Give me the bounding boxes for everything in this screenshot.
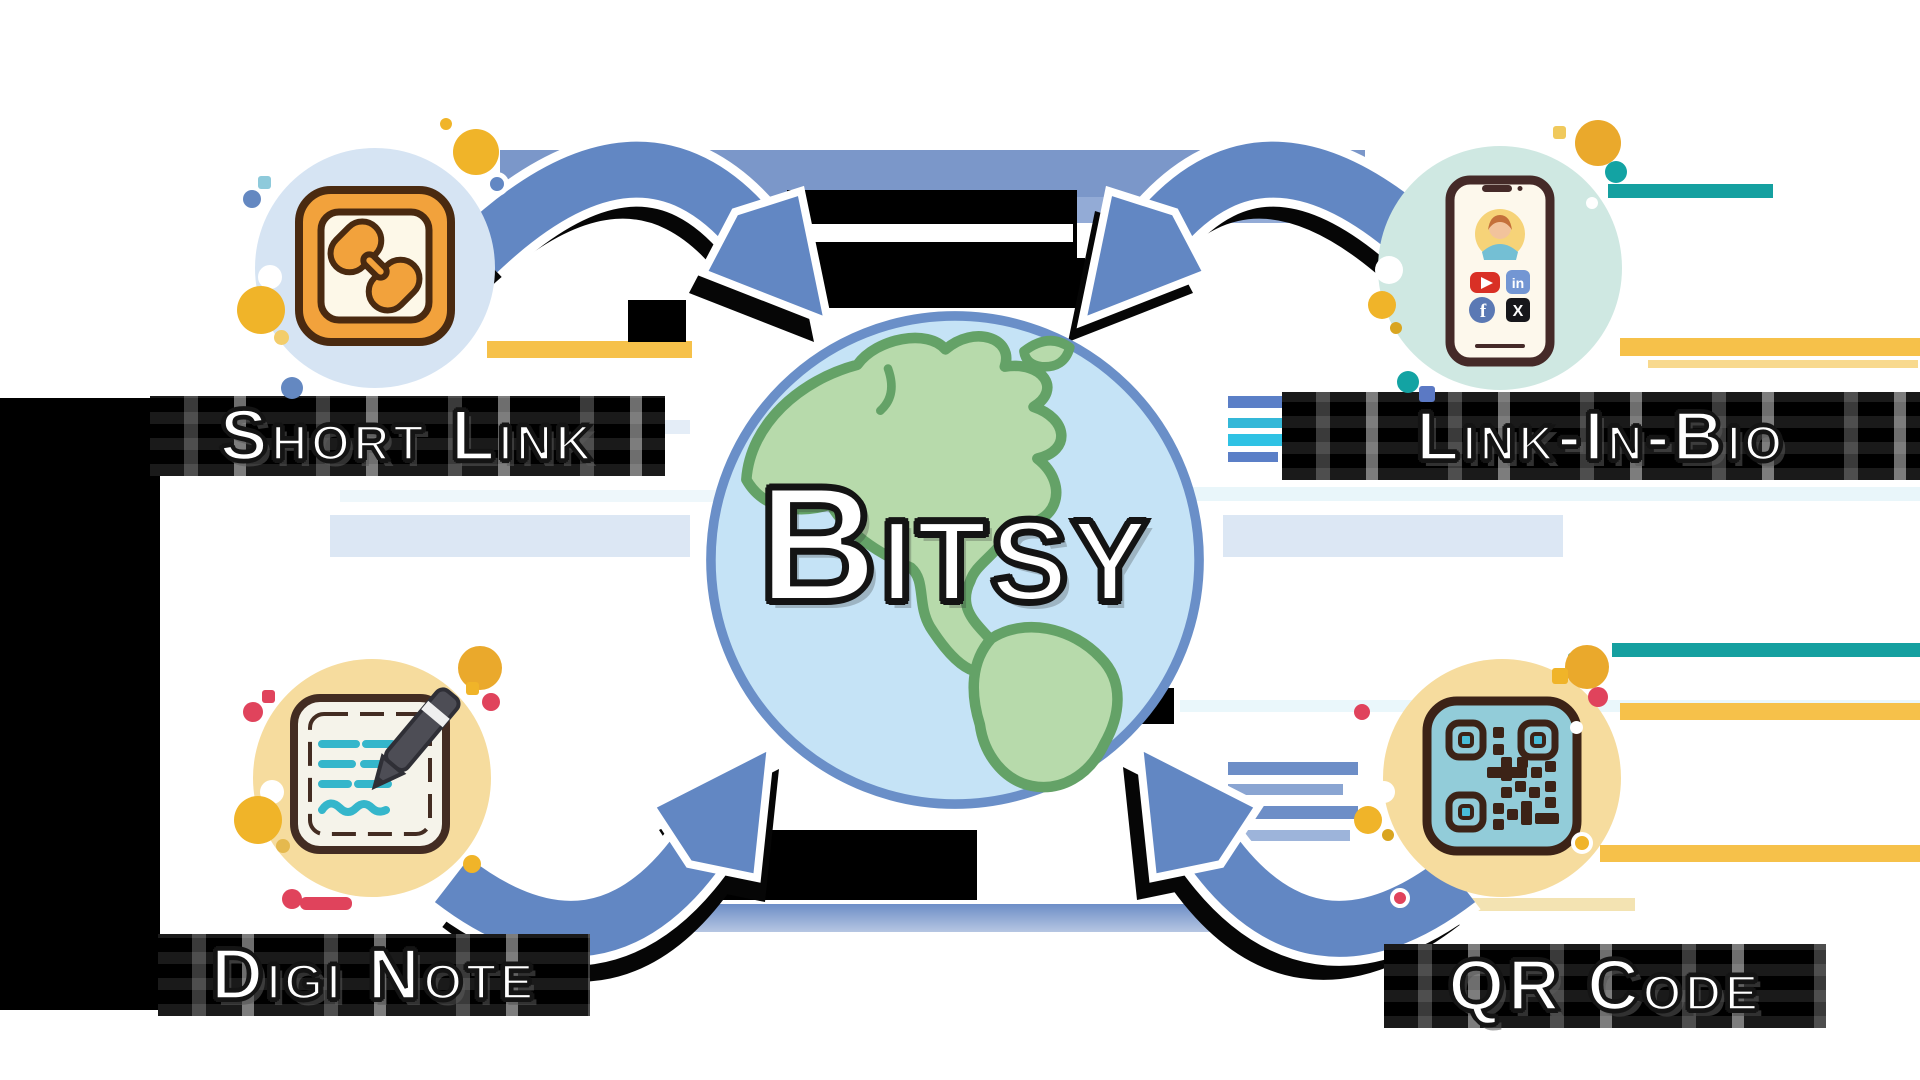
artifact-block — [1223, 515, 1563, 557]
svg-text:f: f — [1480, 301, 1487, 322]
artifact-block — [500, 150, 1365, 197]
x-icon[interactable]: X — [1506, 298, 1530, 322]
feature-label-short-link: Short Link — [150, 396, 665, 476]
decor-dot — [440, 118, 452, 130]
arrow-short-link-to-globe — [444, 132, 834, 342]
feature-label-link-in-bio: Link-In-Bio — [1282, 392, 1920, 480]
feature-node-qr-code[interactable] — [1372, 648, 1632, 908]
artifact-block — [1228, 434, 1290, 446]
facebook-icon[interactable]: f — [1469, 297, 1495, 323]
artifact-block — [790, 224, 1073, 242]
artifact-block — [0, 398, 160, 1010]
artifact-block — [1228, 452, 1278, 462]
profile-avatar — [1475, 209, 1525, 260]
artifact-block — [1010, 258, 1085, 306]
artifact-block — [330, 515, 690, 557]
landmass-detail — [876, 364, 896, 415]
artifact-block — [715, 830, 977, 900]
artifact-block — [487, 341, 692, 358]
phone-notch — [1482, 185, 1512, 192]
qr-code-label-text: QR Code — [1446, 946, 1762, 1026]
label-glitch-backing — [158, 934, 590, 1016]
feature-node-link-in-bio[interactable]: in f X — [1370, 138, 1630, 398]
artifact-block — [1228, 762, 1358, 775]
artifact-block — [1648, 360, 1918, 368]
brand-wordmark: Bitsy — [755, 452, 1152, 636]
artifact-block — [1228, 418, 1283, 428]
note-pen-icon — [290, 687, 461, 854]
south-america-landmass — [968, 622, 1123, 793]
feature-node-short-link[interactable] — [245, 138, 505, 398]
decor-dot — [1354, 704, 1370, 720]
digi-note-label-text: Digi Note — [209, 935, 537, 1015]
link-icon — [295, 186, 455, 346]
pen — [371, 687, 461, 791]
feature-node-digi-note[interactable] — [242, 648, 502, 908]
label-glitch-backing — [1282, 392, 1920, 480]
link-in-bio-label-text: Link-In-Bio — [1415, 397, 1786, 475]
artifact-block — [787, 190, 1077, 308]
artifact-block — [1600, 845, 1920, 862]
artifact-block — [1620, 703, 1920, 720]
qr-modules — [1487, 727, 1559, 830]
artifact-block — [1608, 184, 1773, 198]
label-glitch-backing — [1384, 944, 1826, 1028]
svg-text:X: X — [1513, 303, 1524, 320]
linkedin-icon[interactable]: in — [1506, 270, 1530, 294]
artifact-gradient-band — [600, 904, 1306, 932]
feature-label-qr-code: QR Code — [1384, 944, 1826, 1028]
youtube-icon[interactable] — [1470, 272, 1500, 293]
artifact-block — [1128, 688, 1174, 724]
artifact-block — [1228, 806, 1358, 819]
artifact-block — [1075, 197, 1365, 223]
short-link-label-text: Short Link — [218, 396, 596, 476]
artifact-block — [628, 300, 686, 342]
arctic-island — [1019, 336, 1075, 372]
artifact-block — [1620, 338, 1920, 356]
svg-text:in: in — [1512, 275, 1524, 291]
feature-label-digi-note: Digi Note — [158, 934, 590, 1016]
artifact-block — [1228, 396, 1288, 408]
artifact-block — [1240, 830, 1350, 841]
phone-home-bar — [1475, 344, 1525, 348]
artifact-block — [1612, 643, 1920, 657]
label-glitch-backing — [150, 396, 665, 476]
phone-profile-icon: in f X — [1445, 175, 1555, 367]
artifact-block — [1228, 784, 1343, 795]
qr-code-icon — [1422, 696, 1582, 856]
